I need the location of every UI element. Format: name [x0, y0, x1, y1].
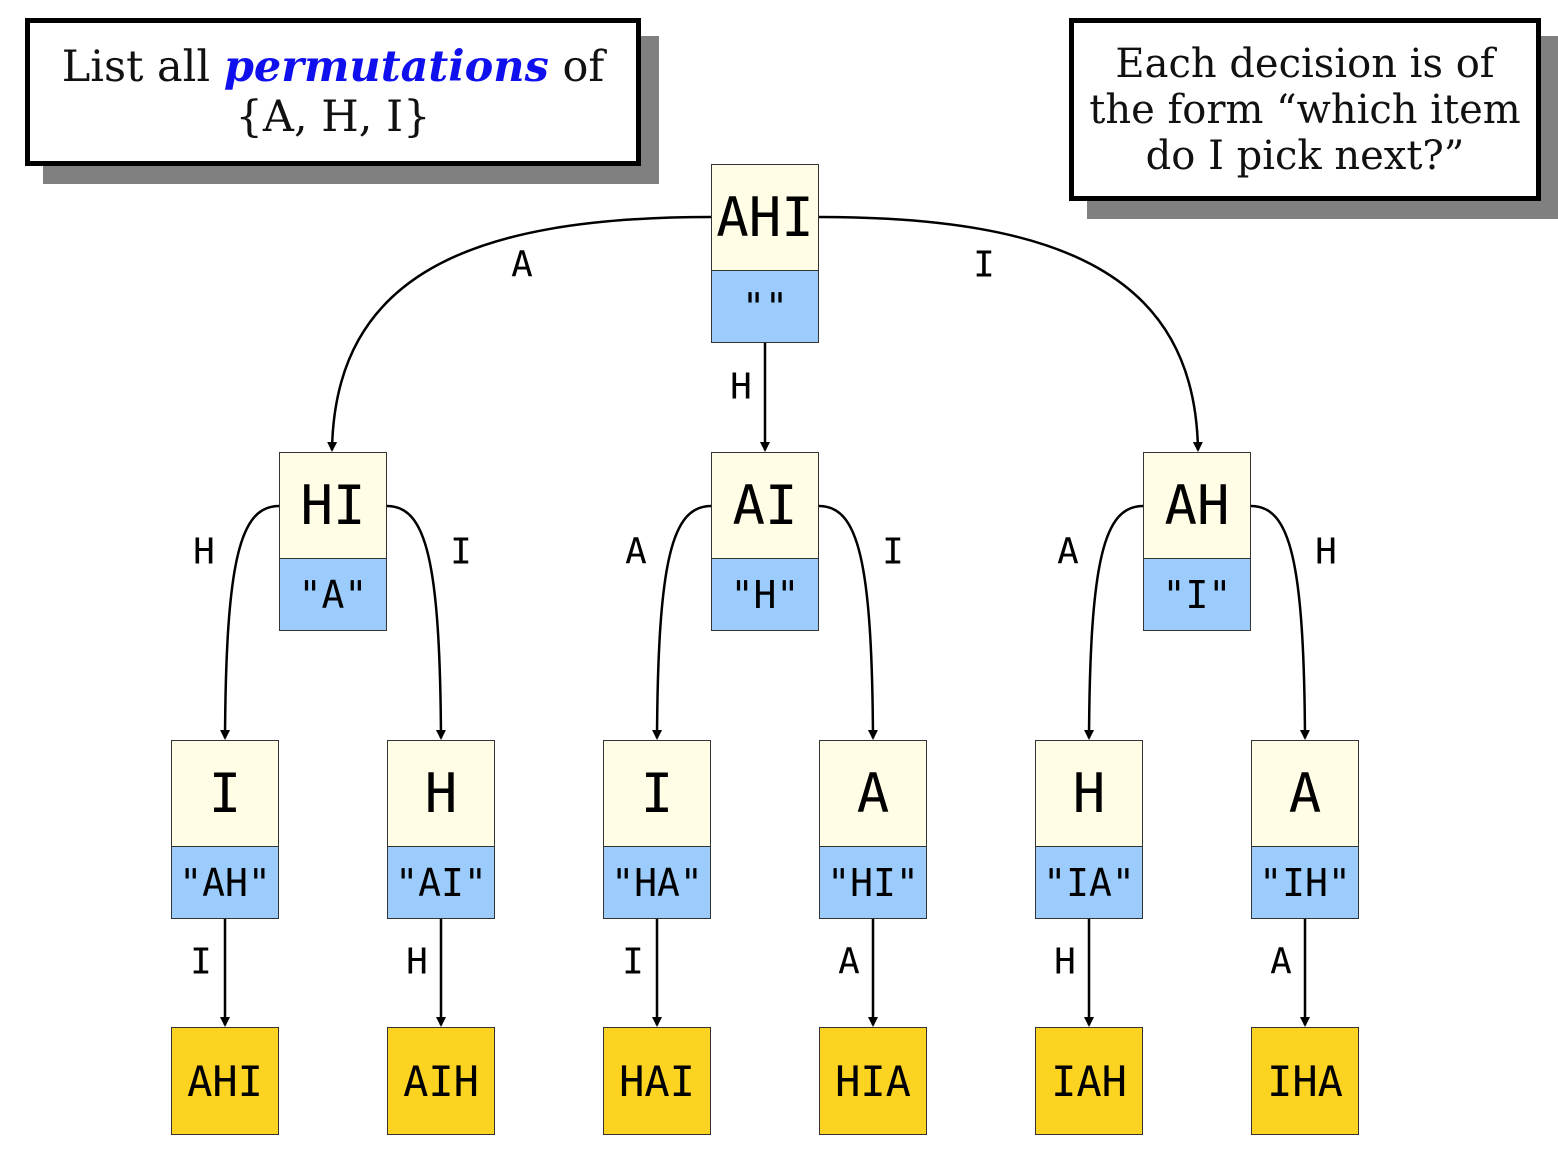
- edge-label: H: [1315, 531, 1337, 573]
- level1-node: AI "H": [711, 452, 819, 631]
- node-remaining: I: [603, 740, 711, 847]
- result-leaf: AIH: [387, 1027, 495, 1135]
- level2-node: H "AI": [387, 740, 495, 919]
- node-prefix: "H": [711, 559, 819, 631]
- level2-node: A "HI": [819, 740, 927, 919]
- edge-arrow: [1250, 504, 1310, 740]
- node-remaining: H: [1035, 740, 1143, 847]
- title-callout: List all permutations of {A, H, I}: [25, 18, 641, 166]
- result-leaf: AHI: [171, 1027, 279, 1135]
- node-remaining: AI: [711, 452, 819, 559]
- note-line-2: the form “which item: [1089, 86, 1521, 133]
- edge-label: A: [511, 244, 533, 286]
- note-line-3: do I pick next?”: [1145, 132, 1465, 179]
- note-line-1: Each decision is of: [1115, 40, 1495, 87]
- edge-label: H: [1054, 941, 1076, 983]
- node-prefix: "A": [279, 559, 387, 631]
- title-emphasis: permutations: [223, 42, 549, 92]
- node-remaining: H: [387, 740, 495, 847]
- level2-node: I "AH": [171, 740, 279, 919]
- node-remaining: I: [171, 740, 279, 847]
- level1-node: AH "I": [1143, 452, 1251, 631]
- edge-arrow: [818, 504, 878, 740]
- root-remaining: AHI: [711, 164, 819, 271]
- edge-label: A: [1057, 531, 1079, 573]
- root-node: AHI "": [711, 164, 819, 343]
- edge-label: A: [838, 941, 860, 983]
- edge-label: A: [1270, 941, 1292, 983]
- title-line-1: List all permutations of: [62, 42, 605, 92]
- level2-node: A "IH": [1251, 740, 1359, 919]
- result-leaf: IAH: [1035, 1027, 1143, 1135]
- result-leaf: HAI: [603, 1027, 711, 1135]
- edge-arrow: [386, 504, 446, 740]
- node-remaining: AH: [1143, 452, 1251, 559]
- level2-node: H "IA": [1035, 740, 1143, 919]
- result-leaf: HIA: [819, 1027, 927, 1135]
- node-prefix: "I": [1143, 559, 1251, 631]
- edge-label: A: [625, 531, 647, 573]
- edge-label: I: [882, 531, 904, 573]
- node-prefix: "HI": [819, 847, 927, 919]
- node-prefix: "IA": [1035, 847, 1143, 919]
- edge-arrow: [220, 504, 280, 740]
- edge-label: I: [622, 941, 644, 983]
- edge-arrow: [1084, 504, 1144, 740]
- edge-label: H: [406, 941, 428, 983]
- node-remaining: HI: [279, 452, 387, 559]
- title-set: {A, H, I}: [235, 92, 431, 142]
- edge-arrow: [818, 215, 1203, 452]
- edge-arrow: [327, 215, 712, 452]
- edge-label: I: [190, 941, 212, 983]
- result-leaf: IHA: [1251, 1027, 1359, 1135]
- title-text-before: List all: [61, 42, 224, 92]
- edge-label: I: [973, 244, 995, 286]
- node-prefix: "HA": [603, 847, 711, 919]
- root-prefix: "": [711, 271, 819, 343]
- edge-arrow: [652, 504, 712, 740]
- node-remaining: A: [819, 740, 927, 847]
- node-prefix: "IH": [1251, 847, 1359, 919]
- node-prefix: "AH": [171, 847, 279, 919]
- note-callout: Each decision is of the form “which item…: [1069, 18, 1541, 201]
- edge-label: H: [193, 531, 215, 573]
- title-text-after: of: [548, 42, 605, 92]
- level1-node: HI "A": [279, 452, 387, 631]
- edge-label: H: [730, 366, 752, 408]
- edge-label: I: [450, 531, 472, 573]
- node-prefix: "AI": [387, 847, 495, 919]
- level2-node: I "HA": [603, 740, 711, 919]
- node-remaining: A: [1251, 740, 1359, 847]
